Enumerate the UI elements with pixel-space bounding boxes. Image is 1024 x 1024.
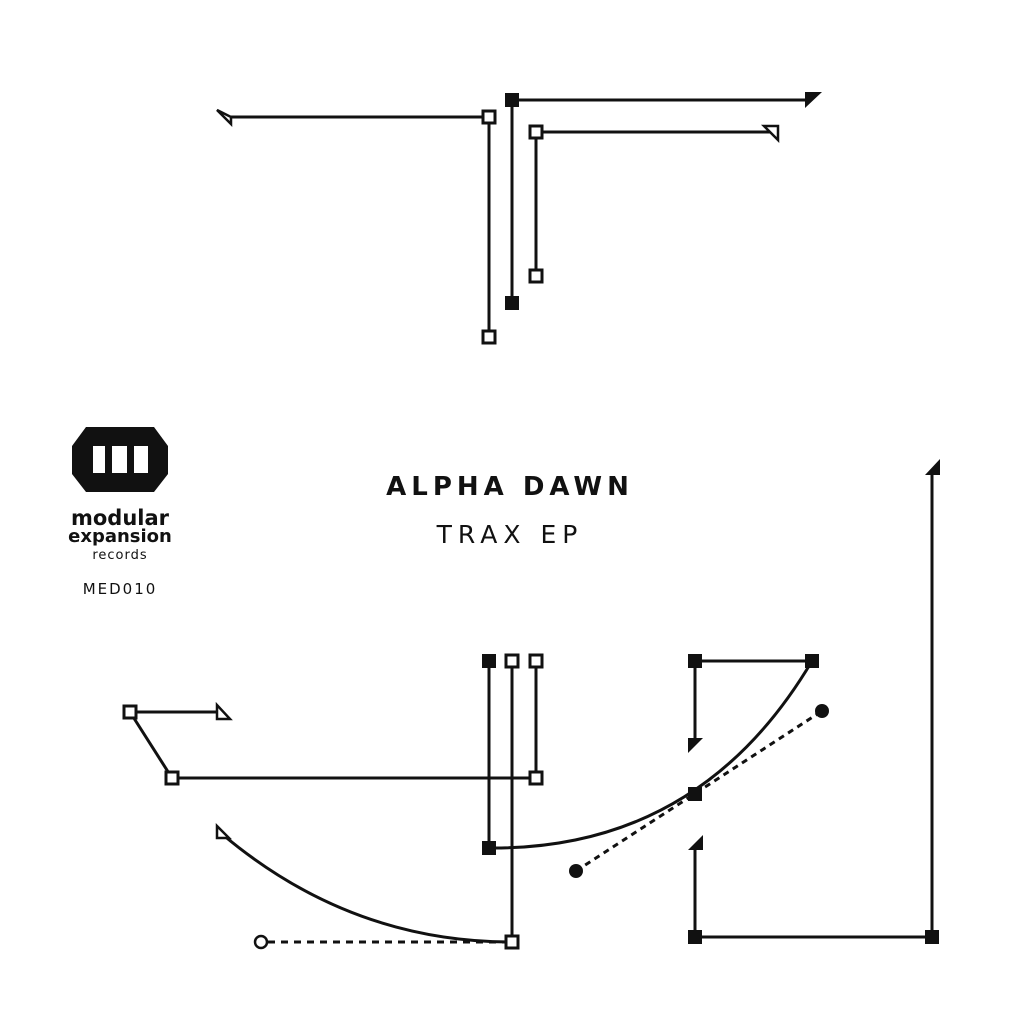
label-logo-icon	[72, 427, 168, 492]
catalog-number: MED010	[82, 580, 158, 598]
open-arrow-left	[216, 108, 233, 128]
open-arrow-right	[760, 124, 780, 144]
open-circle-node	[253, 934, 269, 950]
release-title: TRAX EP	[436, 520, 584, 549]
bottom-left-connector-group	[122, 653, 544, 950]
top-connector-group	[216, 92, 822, 345]
label-name-line3: records	[92, 548, 148, 563]
artist-name: ALPHA DAWN	[386, 472, 634, 502]
label-name-line2: expansion	[68, 526, 172, 547]
bottom-right-connector-group	[488, 459, 940, 944]
label-name-line1: modular	[70, 506, 170, 530]
filled-arrow-right	[805, 92, 822, 108]
